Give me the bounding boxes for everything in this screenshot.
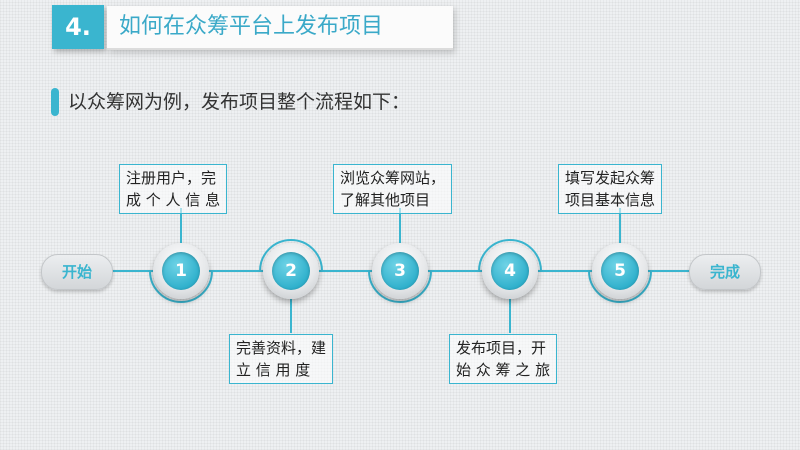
step-node-1: 1 <box>153 243 209 299</box>
subtitle-bullet <box>51 88 59 116</box>
step-label-3: 浏览众筹网站， 了解其他项目 <box>333 164 453 214</box>
step-label-1: 注册用户，完 成 个 人 信 息 <box>119 164 228 214</box>
title-box: 如何在众筹平台上发布项目 <box>107 6 453 50</box>
step-label-1-line1: 注册用户，完 <box>126 169 217 187</box>
step-number-3: 3 <box>381 252 419 290</box>
step-label-2: 完善资料，建 立 信 用 度 <box>229 334 334 384</box>
step-number-2: 2 <box>272 252 310 290</box>
step-node-5: 5 <box>592 243 648 299</box>
step-label-2-line1: 完善资料，建 <box>236 339 327 357</box>
step-label-3-line1: 浏览众筹网站， <box>340 169 446 187</box>
step-label-5-line1: 填写发起众筹 <box>565 169 656 187</box>
step-node-2: 2 <box>263 243 319 299</box>
step-label-3-line2: 了解其他项目 <box>340 191 431 209</box>
arc-2 <box>259 239 323 272</box>
page-title: 如何在众筹平台上发布项目 <box>119 14 384 39</box>
arc-1 <box>149 270 213 303</box>
step-number-5: 5 <box>601 252 639 290</box>
step-number-1: 1 <box>162 252 200 290</box>
step-label-1-line2: 成 个 人 信 息 <box>126 191 221 209</box>
step-label-5-line2: 项目基本信息 <box>565 191 656 209</box>
step-label-4-line1: 发布项目，开 <box>456 339 547 357</box>
subtitle: 以众筹网为例，发布项目整个流程如下： <box>68 91 411 113</box>
arc-3 <box>368 270 432 303</box>
step-node-3: 3 <box>372 243 428 299</box>
section-number: 4. <box>52 5 104 49</box>
step-label-4-line2: 始 众 筹 之 旅 <box>456 361 551 379</box>
step-number-4: 4 <box>491 252 529 290</box>
arc-5 <box>588 270 652 303</box>
step-node-4: 4 <box>482 243 538 299</box>
arc-4 <box>478 239 542 272</box>
step-label-4: 发布项目，开 始 众 筹 之 旅 <box>449 334 558 384</box>
step-label-5: 填写发起众筹 项目基本信息 <box>558 164 663 214</box>
end-pill: 完成 <box>689 254 761 290</box>
start-pill: 开始 <box>41 254 113 290</box>
step-label-2-line2: 立 信 用 度 <box>236 361 311 379</box>
